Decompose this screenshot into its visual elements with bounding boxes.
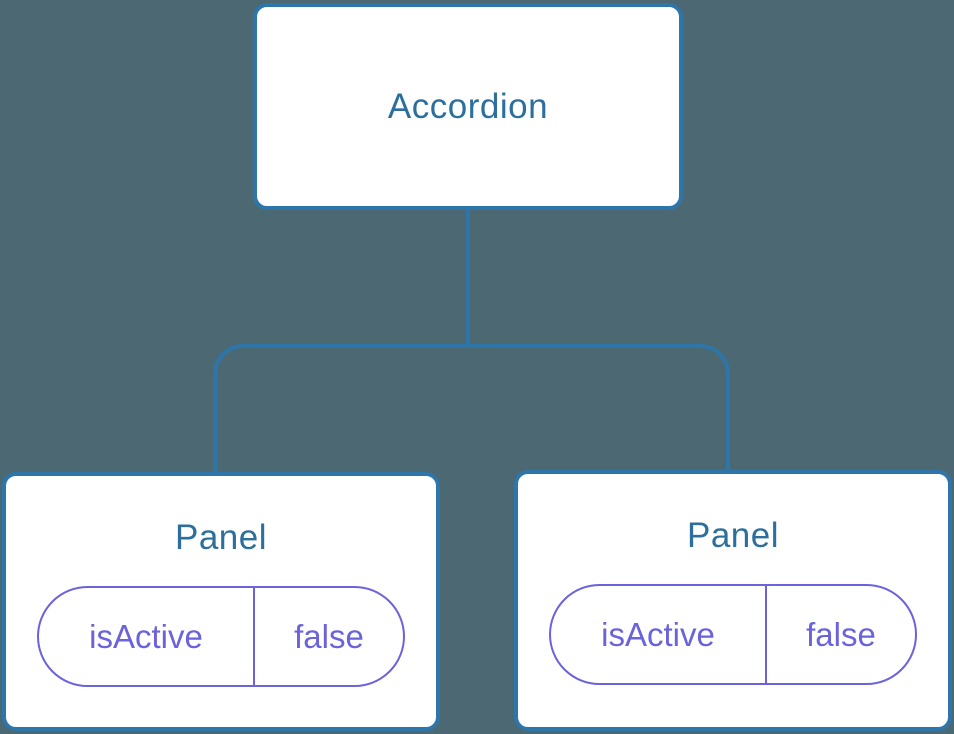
node-panel-right: Panel isActive false xyxy=(514,470,952,731)
accordion-node-label: Accordion xyxy=(387,86,549,126)
state-value: false xyxy=(765,586,915,683)
state-pill: isActive false xyxy=(549,584,917,685)
state-key: isActive xyxy=(601,615,715,653)
connector-branch xyxy=(213,344,730,472)
panel-node-label: Panel xyxy=(174,518,268,557)
state-key: isActive xyxy=(89,617,203,655)
state-pill: isActive false xyxy=(37,586,405,687)
node-panel-left: Panel isActive false xyxy=(2,472,440,731)
panel-node-label: Panel xyxy=(686,516,780,555)
connector-stem xyxy=(466,208,470,348)
state-value: false xyxy=(253,588,403,685)
node-accordion: Accordion xyxy=(253,3,683,210)
